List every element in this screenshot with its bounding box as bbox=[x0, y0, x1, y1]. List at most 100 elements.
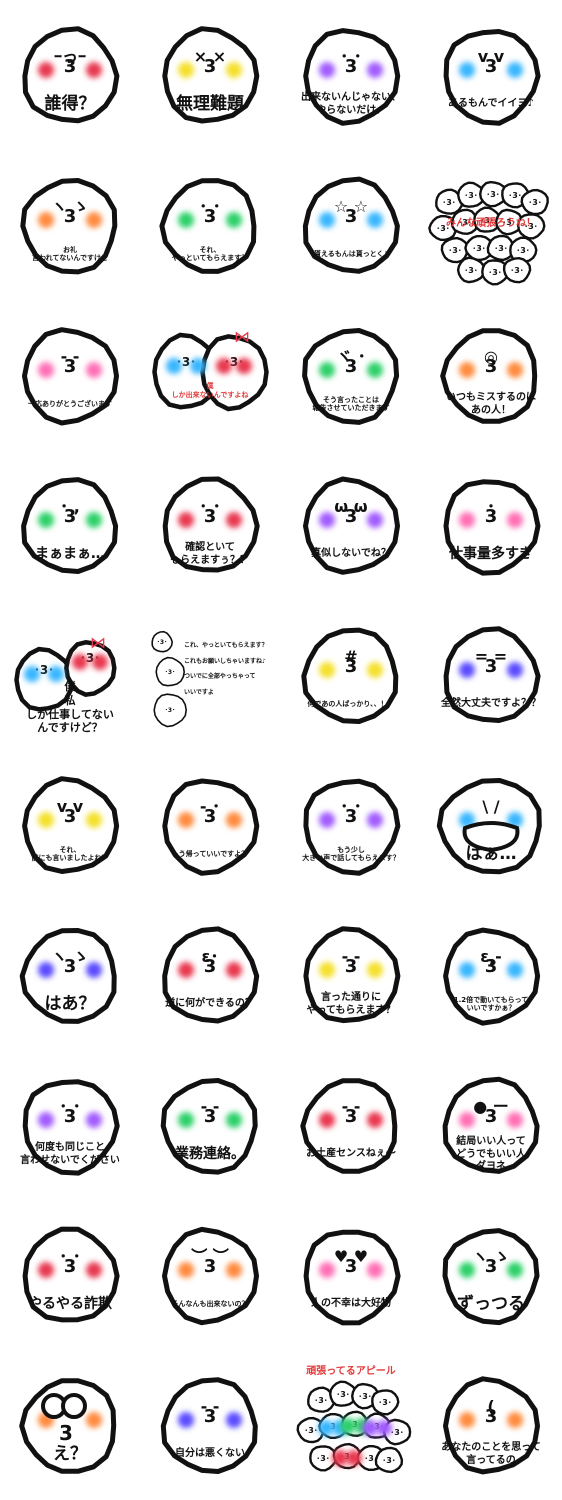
face-eyes: ･3･ bbox=[165, 707, 175, 714]
face-outline bbox=[162, 1226, 259, 1326]
face-outline bbox=[303, 1229, 401, 1326]
left-cheek-blush bbox=[319, 512, 335, 528]
face-eyes: - ･ bbox=[200, 797, 220, 816]
right-cheek-blush bbox=[346, 1450, 362, 1466]
face-outline bbox=[303, 926, 401, 1024]
sticker-face-drawing: \ / bbox=[436, 778, 542, 875]
sticker-caption: 真似しないでね？ bbox=[311, 548, 391, 559]
sticker-face-drawing: ･ ･3 bbox=[22, 1079, 120, 1176]
sticker-10[interactable]: ･3･･3･⋈僕 しか出来ないんですよね bbox=[140, 300, 280, 450]
face-eyes: ｰっｰ bbox=[54, 47, 86, 66]
mini-face-outline bbox=[478, 180, 508, 208]
face-outline bbox=[443, 1376, 540, 1475]
sticker-face-drawing: ･ ･3 bbox=[22, 1226, 120, 1323]
sticker-face-drawing: - -3 bbox=[160, 1377, 258, 1474]
mouth-3-glyph: 3 bbox=[485, 56, 498, 77]
face-eyes: v v bbox=[478, 47, 505, 66]
face-eyes: ( bbox=[487, 1397, 494, 1416]
face-eyes: ･ bbox=[487, 497, 495, 516]
sticker-caption: 貰えるもんは貰っとく♪ bbox=[313, 249, 389, 258]
face-eyes: ･3･ bbox=[442, 198, 456, 207]
right-cheek-blush bbox=[86, 212, 102, 228]
face-eyes: \ / bbox=[482, 797, 499, 816]
right-cheek-blush bbox=[92, 654, 108, 670]
right-cheek-blush bbox=[226, 1262, 242, 1278]
sticker-caption: 誰得？ bbox=[44, 93, 96, 114]
face-eyes: ･ ･ bbox=[59, 1097, 81, 1116]
face-outline bbox=[442, 1076, 540, 1174]
face-eyes: ･3･ bbox=[486, 190, 500, 199]
right-cheek-blush bbox=[507, 362, 523, 378]
face-eyes: ･3･ bbox=[378, 1398, 392, 1407]
sticker-39[interactable]: ･3･･3･･3･･3･･3･･3･･3･･3･･3･･3･･3･･3･･3･頑… bbox=[281, 1350, 421, 1500]
sticker-caption: 僕 しか出来ないんですよね bbox=[171, 382, 249, 399]
face-eyes: ･3･ bbox=[316, 1454, 330, 1463]
face-eyes: - - bbox=[342, 1097, 361, 1116]
sticker-24[interactable]: \ /はぁ… bbox=[421, 750, 561, 900]
left-cheek-blush bbox=[459, 362, 475, 378]
sticker-8[interactable]: ･3･･3･･3･･3･･3･･3･･3･･3･･3･･3･･3･･3･･3･･… bbox=[421, 150, 561, 300]
left-cheek-blush bbox=[319, 212, 335, 228]
face-outline bbox=[302, 176, 400, 274]
mini-face-outline bbox=[371, 1389, 400, 1416]
right-cheek-blush bbox=[507, 62, 523, 78]
mini-face-outline bbox=[456, 256, 486, 284]
sticker-caption: これ、やっといてもらえます？ これもお願いしちゃいますね♪ ついでに全部やっちゃ… bbox=[184, 642, 268, 696]
sticker-face-drawing: ヽ ゝ3 bbox=[442, 1228, 540, 1326]
sticker-caption: お礼 言われてないんですけど bbox=[31, 245, 109, 263]
face-eyes: ･ ･ bbox=[199, 197, 221, 216]
face-eyes: ･3･ bbox=[448, 246, 462, 255]
left-cheek-blush bbox=[459, 1112, 475, 1128]
sticker-18[interactable]: ･3･･3･･3･これ、やっといてもらえます？ これもお願いしちゃいますね♪ つ… bbox=[140, 600, 280, 750]
sticker-face-drawing: 3 bbox=[19, 1378, 117, 1474]
mouth-3-glyph: 3 bbox=[204, 1406, 217, 1427]
left-cheek-blush bbox=[38, 362, 54, 378]
sticker-caption: 業務連絡。 bbox=[175, 1145, 245, 1162]
left-cheek-blush bbox=[459, 512, 475, 528]
face-outline bbox=[443, 927, 541, 1026]
face-outline bbox=[19, 928, 117, 1024]
sticker-caption: 結局いい人って どうでもいい人 ダヨネ bbox=[456, 1136, 526, 1172]
face-outline bbox=[443, 626, 541, 723]
sticker-caption: 逆に何ができるの？ bbox=[165, 998, 255, 1009]
left-cheek-blush bbox=[38, 212, 54, 228]
face-eyes: ･3･ bbox=[502, 218, 516, 227]
sticker-17[interactable]: ･3･･3･⋈僕 私 しか仕事してない んですけど？ bbox=[0, 600, 140, 750]
mouth-3-glyph: 3 bbox=[64, 956, 77, 977]
sticker-face-drawing: ･3･･3･･3･･3･･3･･3･･3･･3･･3･･3･･3･･3･･3･･… bbox=[428, 180, 549, 286]
